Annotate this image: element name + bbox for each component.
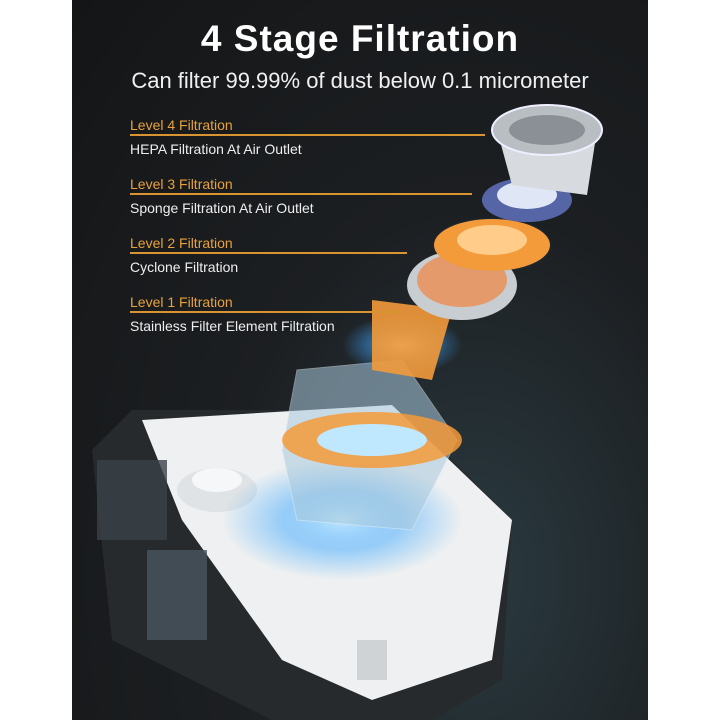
dust-bin	[281, 359, 462, 531]
level-description: Stainless Filter Element Filtration	[130, 318, 335, 334]
level-description: Sponge Filtration At Air Outlet	[130, 200, 314, 216]
level-3-item: Level 3 Filtration Sponge Filtration At …	[130, 176, 472, 216]
page-subtitle: Can filter 99.99% of dust below 0.1 micr…	[131, 68, 589, 93]
level-label: Level 3 Filtration	[130, 176, 472, 195]
level-4-item: Level 4 Filtration HEPA Filtration At Ai…	[130, 117, 485, 157]
level-description: HEPA Filtration At Air Outlet	[130, 141, 302, 157]
level-label: Level 2 Filtration	[130, 235, 407, 254]
level-description: Cyclone Filtration	[130, 259, 239, 275]
level-2-item: Level 2 Filtration Cyclone Filtration	[130, 235, 407, 275]
level-label: Level 1 Filtration	[130, 294, 402, 313]
sponge-filter	[432, 217, 552, 273]
hepa-filter	[482, 104, 603, 222]
page-title: 4 Stage Filtration	[200, 18, 520, 59]
level-label: Level 4 Filtration	[130, 117, 485, 136]
robot-vacuum-filter-illustration	[92, 104, 603, 720]
level-1-item: Level 1 Filtration Stainless Filter Elem…	[130, 294, 402, 334]
